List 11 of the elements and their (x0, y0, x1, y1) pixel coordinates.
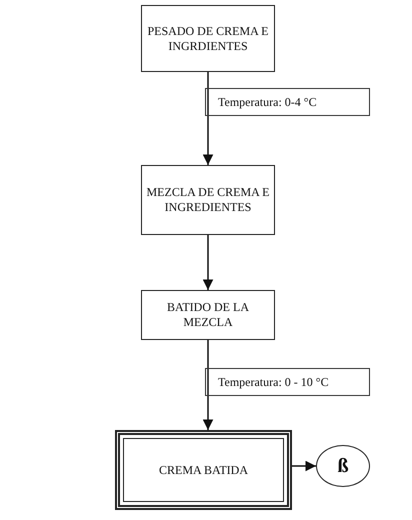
final-product-box: CREMA BATIDA (115, 430, 292, 510)
arrow (202, 340, 214, 430)
connector-circle: ß (316, 445, 370, 487)
arrow (202, 235, 214, 290)
note-box: Temperatura: 0-4 °C (205, 88, 370, 116)
arrow (202, 72, 214, 165)
process-box: BATIDO DE LA MEZCLA (141, 290, 275, 340)
note-box: Temperatura: 0 - 10 °C (205, 368, 370, 396)
process-box: PESADO DE CREMA E INGRDIENTES (141, 5, 275, 72)
process-box: MEZCLA DE CREMA E INGREDIENTES (141, 165, 275, 235)
arrow (292, 460, 316, 472)
